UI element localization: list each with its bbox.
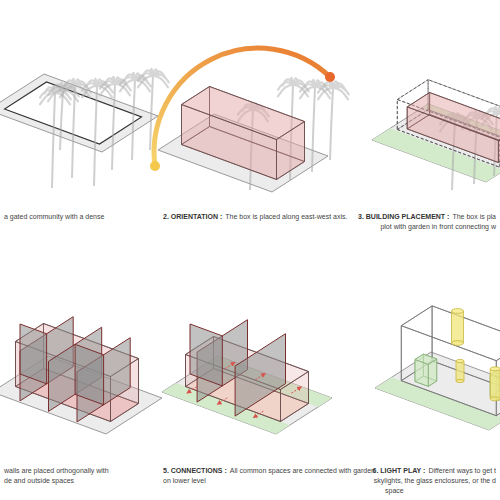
wall-plane <box>20 324 47 384</box>
panel-placement <box>372 80 500 190</box>
building-box <box>16 324 139 422</box>
light-cylinder <box>452 309 464 346</box>
caption-line: de and outside spaces <box>4 476 74 485</box>
palm-tree <box>82 79 113 186</box>
sun-dot <box>150 161 160 171</box>
caption-line: space <box>385 486 404 495</box>
panel-orientation <box>150 48 349 192</box>
caption-heading: 3. BUILDING PLACEMENT : <box>358 213 449 220</box>
connection-arrow <box>225 362 235 368</box>
panel-connections <box>162 320 332 434</box>
building-envelope <box>397 80 500 168</box>
box-face <box>415 354 437 364</box>
connection-arrow <box>291 387 301 393</box>
caption-text: de and outside spaces <box>4 477 74 484</box>
connection-arrow <box>254 411 264 417</box>
caption-line: 2. ORIENTATION :The box is placed along … <box>163 212 347 221</box>
caption-text: All common spaces are connected with gar… <box>230 467 375 474</box>
connection-arrow <box>255 374 265 380</box>
building-box <box>407 93 500 163</box>
wall-plane <box>190 324 222 386</box>
wall-plane <box>75 344 104 405</box>
caption-heading: 2. ORIENTATION : <box>163 213 222 220</box>
caption-line: plot with garden in front connecting w <box>380 222 496 231</box>
panel-light <box>375 306 500 430</box>
caption-line: a gated community with a dense <box>4 212 104 221</box>
panel-walls <box>0 317 162 434</box>
caption-line: 6. LIGHT PLAY :Different ways to get t <box>373 466 496 475</box>
caption-text: Different ways to get t <box>428 467 496 474</box>
caption-text: walls are placed orthogonally with <box>4 467 109 474</box>
glass-enclosure <box>415 354 437 386</box>
caption-heading: 5. CONNECTIONS : <box>163 467 227 474</box>
building-box <box>401 306 500 416</box>
caption-heading: 6. LIGHT PLAY : <box>373 467 426 474</box>
palm-tree <box>120 73 151 160</box>
connection-arrow <box>218 398 228 404</box>
panel-site <box>0 69 169 188</box>
caption-text: a gated community with a dense <box>4 213 104 220</box>
palm-tree <box>100 77 131 170</box>
palm-tree <box>40 86 71 188</box>
light-cylinder <box>490 367 500 401</box>
sun-path <box>154 48 330 166</box>
glass-enclosure <box>490 369 500 401</box>
box-face <box>182 87 305 140</box>
caption-text: plot with garden in front connecting w <box>380 223 496 230</box>
caption-text: skylights, the glass enclosures, or the … <box>374 477 496 484</box>
box-face <box>401 306 500 361</box>
sun-dot <box>325 72 335 82</box>
caption-line: walls are placed orthogonally with <box>4 466 109 475</box>
palm-tree <box>60 79 91 178</box>
caption-line: 3. BUILDING PLACEMENT :The box is pla <box>358 212 496 221</box>
caption-line: 5. CONNECTIONS :All common spaces are co… <box>163 466 375 475</box>
caption-text: on lower level <box>163 477 206 484</box>
caption-text: The box is pla <box>452 213 496 220</box>
palm-tree <box>318 81 349 160</box>
palm-tree <box>48 83 79 150</box>
connection-arrow <box>187 387 197 393</box>
caption-line: skylights, the glass enclosures, or the … <box>374 476 496 485</box>
caption-text: The box is placed along east-west axis. <box>225 213 347 220</box>
light-cylinder <box>456 359 464 382</box>
box-face <box>407 93 500 141</box>
building-box <box>182 87 305 180</box>
caption-line: on lower level <box>163 476 206 485</box>
wall-plane <box>235 334 285 416</box>
caption-text: space <box>385 487 404 494</box>
